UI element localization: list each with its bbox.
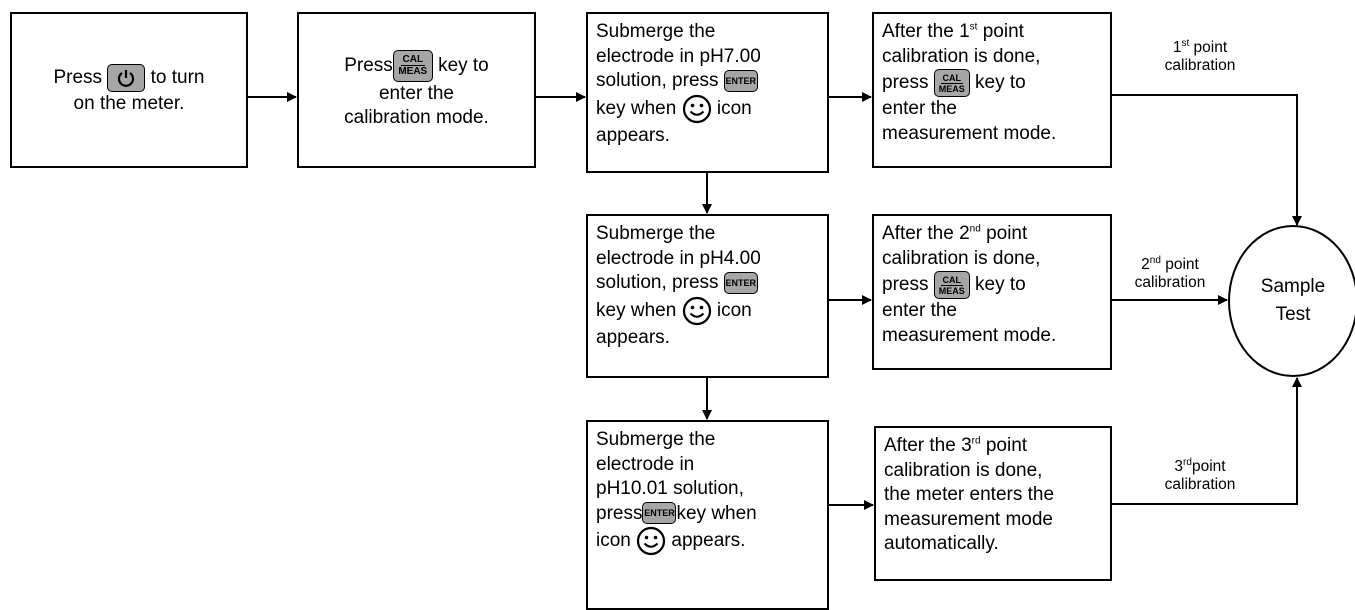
step-ph700-box: Submerge the electrode in pH7.00 solutio… [586, 12, 829, 173]
after1-line4: enter the [882, 98, 957, 119]
ph400-line1: Submerge the [596, 223, 716, 244]
after2-line2: calibration is done, [882, 247, 1041, 269]
second-point-label: 2nd point calibration [1134, 254, 1206, 291]
ph1001-line5: icon appears. [596, 526, 819, 556]
cal-box-enter-text: enter the [378, 82, 454, 104]
ph400-line4: key when icon [596, 296, 819, 326]
step-ph1001-box: Submerge the electrode in pH10.01 soluti… [586, 420, 829, 610]
smiley-icon [637, 526, 666, 556]
smiley-icon [682, 296, 711, 325]
sample-test-line2: Test [1275, 304, 1311, 325]
ph700-line1: Submerge the [596, 21, 716, 42]
ph400-line2: electrode in pH4.00 [596, 247, 761, 269]
cal-box-press-text: Press [344, 54, 393, 76]
after3-line4: measurement mode [884, 508, 1053, 530]
ph400-line3: solution, press ENTER [596, 271, 758, 294]
after-first-point-box: After the 1st point calibration is done,… [872, 12, 1112, 168]
after1-line5: measurement mode. [882, 122, 1057, 144]
ph700-line2: electrode in pH7.00 [596, 45, 761, 67]
after3-line5: automatically. [884, 533, 999, 554]
first-point-label: 1st point calibration [1164, 37, 1236, 74]
ph400-line5: appears. [596, 326, 670, 348]
ph1001-line3: pH10.01 solution, [596, 478, 744, 499]
step-ph400-box: Submerge the electrode in pH4.00 solutio… [586, 214, 829, 378]
after1-line1: After the 1st point [882, 21, 1024, 42]
cal-box-mode-text: calibration mode. [344, 107, 489, 128]
after3-line2: calibration is done, [884, 459, 1043, 481]
after3-line3: the meter enters the [884, 484, 1055, 505]
ph1001-line2: electrode in [596, 453, 695, 475]
arrow-after1-to-sample [1112, 94, 1302, 226]
after2-line1: After the 2nd point [882, 223, 1028, 244]
enter-key-icon: ENTER [723, 69, 758, 92]
ph700-line5: appears. [596, 124, 670, 146]
cal-box-key-text: key to [438, 54, 489, 76]
after3-line1: After the 3rd point [884, 435, 1028, 456]
enter-key-icon: ENTER [642, 502, 677, 525]
after-second-point-box: After the 2nd point calibration is done,… [872, 214, 1112, 370]
enter-key-icon: ENTER [723, 271, 758, 294]
after2-line4: enter the [882, 300, 957, 321]
ph700-line3: solution, press ENTER [596, 69, 758, 92]
third-point-label: 3rdpoint calibration [1164, 456, 1236, 493]
ph700-line4: key when icon [596, 94, 819, 124]
power-box-turn-text: to turn [150, 66, 205, 88]
step-power-on-box: Press to turn on the meter. [10, 12, 248, 168]
sample-test-circle: Sample Test [1228, 225, 1355, 377]
arrow-after3-to-sample [1112, 377, 1302, 505]
power-box-meter-text: on the meter. [73, 92, 185, 114]
after1-line2: calibration is done, [882, 45, 1041, 67]
sample-test-line1: Sample [1260, 276, 1326, 297]
after2-line5: measurement mode. [882, 324, 1057, 346]
after-third-point-box: After the 3rd point calibration is done,… [874, 426, 1112, 581]
power-key-icon [107, 63, 146, 92]
smiley-icon [682, 94, 711, 123]
power-box-press-text: Press [53, 66, 103, 88]
ph1001-line1: Submerge the [596, 429, 716, 450]
